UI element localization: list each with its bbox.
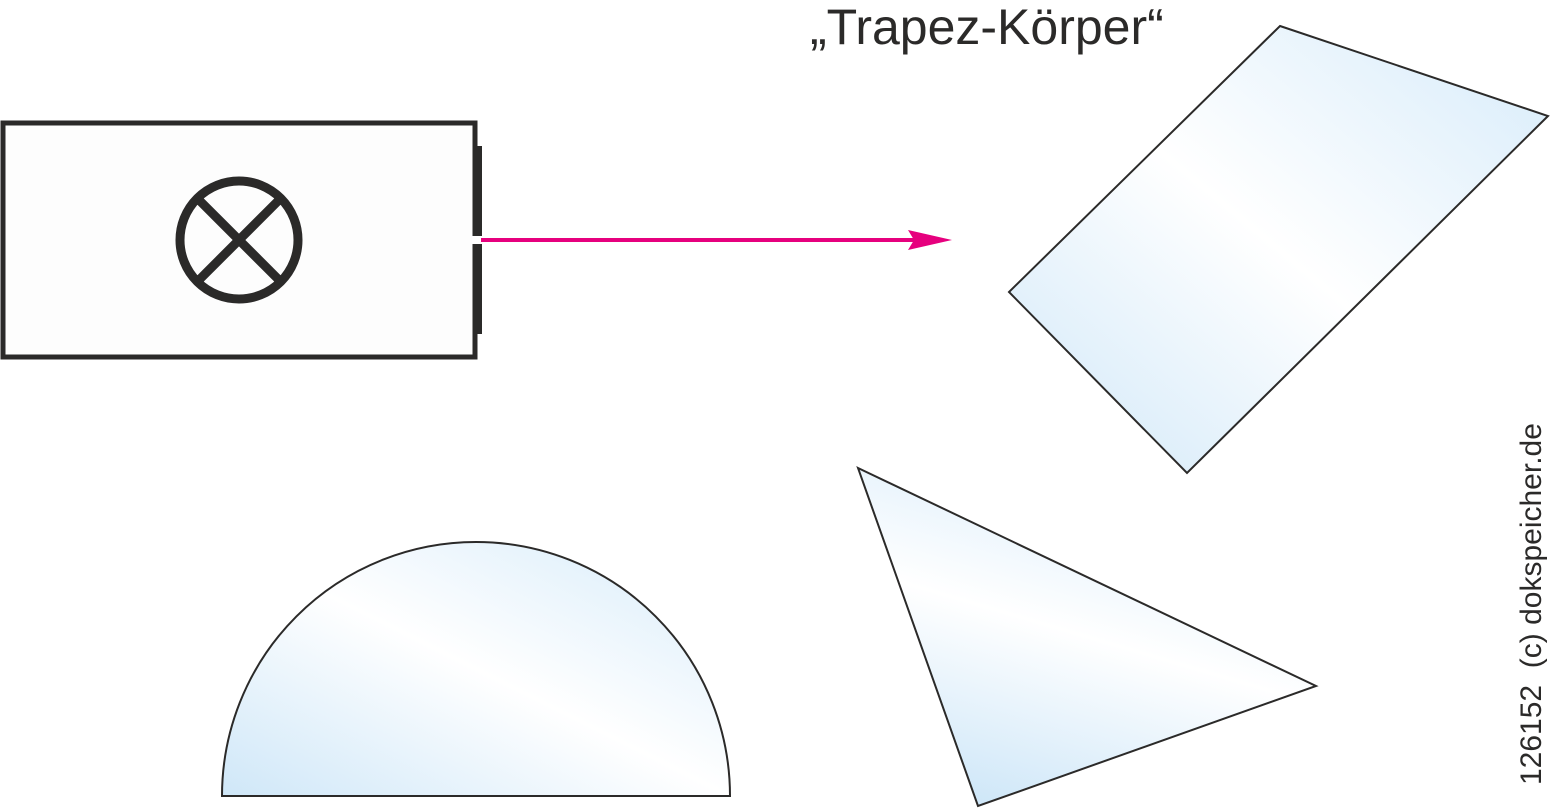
credit-text: 126152 (c) dokspeicher.de (1515, 423, 1548, 785)
lamp-symbol-icon (175, 176, 303, 304)
diagram-title: „Trapez-Körper“ (810, 0, 1164, 55)
slit-plate-top (475, 146, 482, 236)
light-beam-arrow (481, 230, 952, 250)
trapezoid-body (1007, 24, 1550, 475)
triangle-prism (856, 466, 1319, 808)
light-box (0, 120, 482, 360)
semicircle-lens (220, 541, 732, 797)
slit-plate-bottom (475, 244, 482, 334)
